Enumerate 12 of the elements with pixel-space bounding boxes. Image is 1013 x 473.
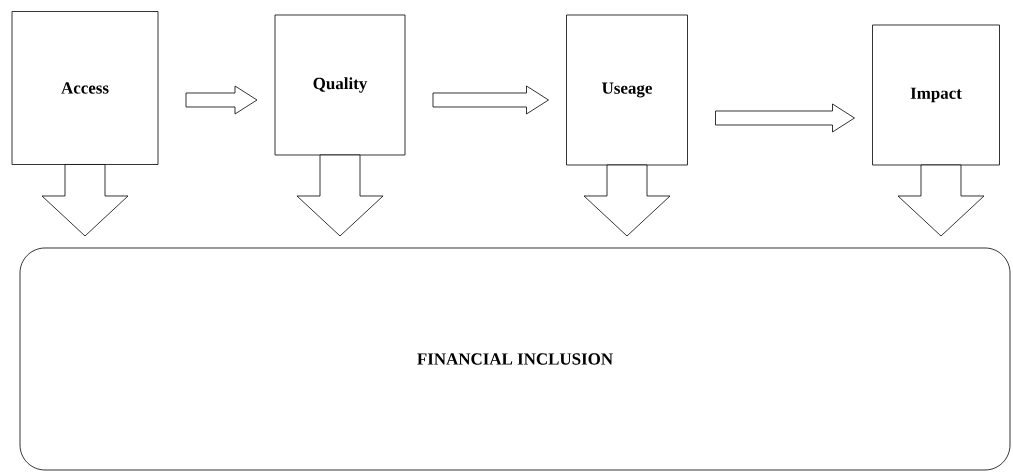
label-box: Quality: [274, 14, 406, 156]
rounded-box: FINANCIAL INCLUSION: [19, 247, 1011, 471]
label-box: Access: [11, 11, 159, 165]
block-arrow: [897, 164, 985, 237]
block-arrow: [41, 164, 129, 237]
block-arrow: [296, 154, 384, 237]
block-arrow: [185, 85, 258, 115]
label-box: Impact: [872, 24, 1000, 166]
block-arrow: [583, 164, 671, 237]
block-arrow: [715, 103, 855, 133]
label-box: Useage: [566, 14, 688, 166]
block-arrow: [432, 85, 549, 115]
